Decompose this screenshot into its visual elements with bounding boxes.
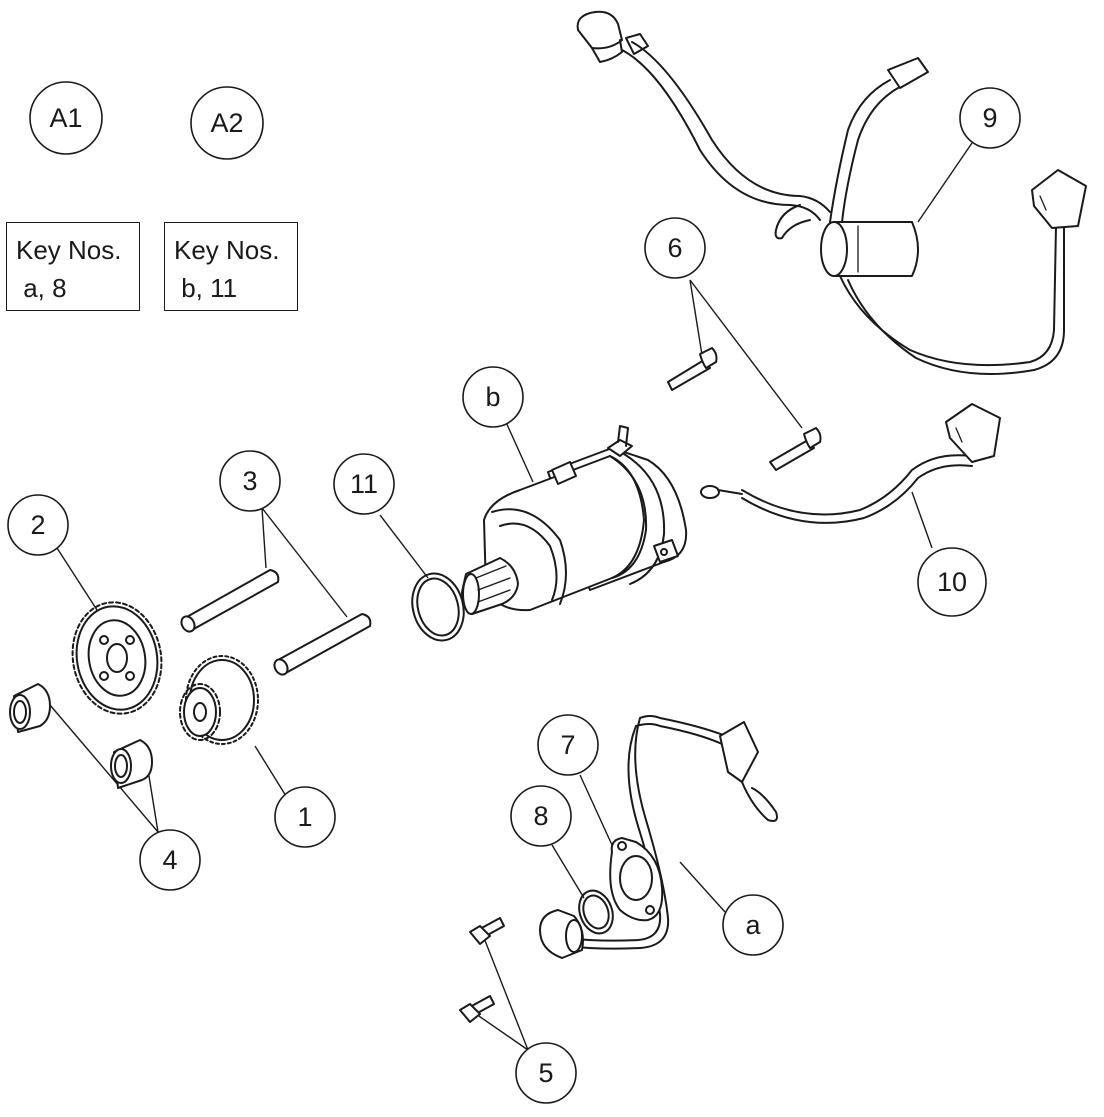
leader-b [504, 419, 534, 483]
harness-terminal [1031, 169, 1087, 229]
callout-text: 1 [297, 802, 312, 832]
leader-1 [254, 745, 287, 797]
reduction-gear [179, 655, 259, 745]
bushings [9, 683, 153, 789]
callout-text: 9 [982, 103, 997, 133]
callout-9: 9 [959, 87, 1021, 149]
leader-3b [261, 507, 348, 618]
callout-text: A1 [49, 103, 82, 133]
callouts: A1 A2 9 6 b 11 [7, 81, 1021, 1104]
leader-4a [49, 704, 159, 833]
callout-3: 3 [219, 450, 281, 512]
starter-motor [461, 425, 688, 615]
motor-body [483, 455, 645, 612]
callout-text: A2 [210, 108, 243, 138]
callout-text: 6 [667, 233, 682, 263]
callout-5: 5 [515, 1042, 577, 1104]
leader-7 [579, 774, 613, 846]
callout-6: 6 [644, 217, 706, 279]
callout-text: 10 [937, 567, 967, 597]
callout-text: 2 [30, 510, 45, 540]
key-box-items: b, 11 [174, 273, 238, 303]
callout-text: 3 [242, 466, 257, 496]
large-gear [71, 601, 163, 715]
shafts [180, 569, 372, 676]
callout-text: b [485, 382, 500, 412]
leader-a [679, 861, 726, 913]
callout-b: b [462, 366, 524, 428]
callout-A2: A2 [190, 86, 264, 160]
key-box-a1: Key Nos. a, 8 [6, 222, 140, 311]
callout-text: 8 [533, 801, 548, 831]
callout-1: 1 [274, 786, 336, 848]
callout-text: a [745, 910, 761, 940]
callout-text: 7 [560, 730, 575, 760]
sensor-assembly [539, 715, 778, 959]
key-box-title: Key Nos. [174, 235, 280, 265]
callout-text: 4 [162, 845, 177, 875]
harness-connector [887, 57, 929, 89]
callout-text: 5 [538, 1058, 553, 1088]
bolts-5 [459, 917, 505, 1023]
sensor-connector [719, 721, 759, 783]
leader-3a [261, 507, 267, 569]
callout-10: 10 [917, 547, 987, 617]
leader-5b [475, 1013, 529, 1051]
callout-7: 7 [537, 714, 599, 776]
key-box-title: Key Nos. [16, 235, 122, 265]
battery-cable [700, 403, 1001, 524]
leader-9 [917, 142, 973, 223]
callout-2: 2 [7, 494, 69, 556]
callout-text: 11 [350, 469, 378, 499]
leader-lines [49, 142, 973, 1051]
key-box-items: a, 8 [16, 273, 67, 303]
callout-a: a [722, 894, 784, 956]
callout-A1: A1 [29, 81, 103, 155]
leader-2 [56, 547, 98, 611]
callout-8: 8 [510, 785, 572, 847]
wiring-harness [576, 10, 1087, 375]
gasket-7 [609, 837, 664, 922]
o-ring [411, 572, 465, 642]
leader-5a [483, 937, 529, 1051]
callout-11: 11 [333, 453, 395, 515]
leader-11 [379, 514, 429, 579]
leader-10 [911, 491, 933, 549]
cable-terminal [945, 403, 1001, 463]
plug-cap [576, 10, 623, 50]
key-box-a2: Key Nos. b, 11 [164, 222, 298, 311]
leader-6b [689, 279, 803, 429]
bolts-6 [667, 347, 822, 471]
leader-4b [147, 769, 159, 833]
callout-4: 4 [139, 829, 201, 891]
o-ring-8 [578, 889, 614, 935]
leader-6a [689, 279, 703, 356]
leader-8 [551, 844, 585, 899]
